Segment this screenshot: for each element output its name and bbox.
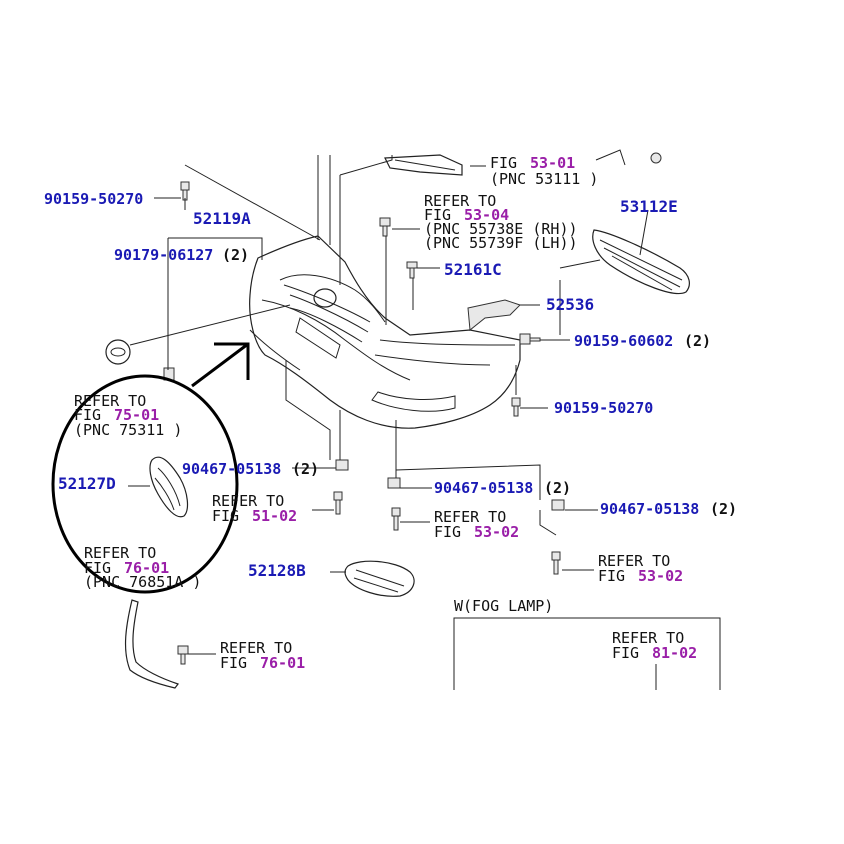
ref-53-04-refer: REFER TO bbox=[424, 192, 496, 210]
ref-53-04-pnc-rh: (PNC 55738E (RH)) bbox=[424, 220, 578, 238]
qty-90467-05138-b: (2) bbox=[544, 479, 571, 497]
ref-75-01-refer: REFER TO bbox=[74, 392, 146, 410]
ref-76-01a-pnc: (PNC 76851A ) bbox=[84, 573, 201, 591]
label-90467-05138-c: 90467-05138 bbox=[600, 500, 699, 518]
ref-76-01a-fig: FIG bbox=[84, 559, 111, 577]
qty-90179-06127: (2) bbox=[222, 246, 249, 264]
ref-51-02-number[interactable]: 51-02 bbox=[252, 507, 297, 525]
label-52161c: 52161C bbox=[444, 260, 502, 279]
ref-53-02a-number[interactable]: 53-02 bbox=[474, 523, 519, 541]
fasteners bbox=[163, 152, 662, 665]
highlight-circle bbox=[51, 374, 239, 594]
highlight-annotation bbox=[51, 342, 250, 594]
label-52127d: 52127D bbox=[58, 474, 116, 493]
ref-75-01-pnc: (PNC 75311 ) bbox=[74, 421, 182, 439]
label-90159-50270-top: 90159-50270 bbox=[44, 190, 143, 208]
ref-53-04-number[interactable]: 53-04 bbox=[464, 206, 509, 224]
highlight-arrow-head bbox=[214, 342, 250, 380]
ref-76-01b-fig: FIG bbox=[220, 654, 247, 672]
ref-53-04-pnc-lh: (PNC 55739F (LH)) bbox=[424, 234, 578, 252]
refer-to-labels: FIG 53-01 (PNC 53111 ) REFER TO FIG 53-0… bbox=[74, 154, 697, 672]
lower-moulding bbox=[124, 599, 179, 689]
ref-53-01-number[interactable]: 53-01 bbox=[530, 154, 575, 172]
ref-76-01b-number[interactable]: 76-01 bbox=[260, 654, 305, 672]
label-90467-05138-a: 90467-05138 bbox=[182, 460, 281, 478]
fog-lamp-box bbox=[453, 617, 721, 690]
ref-53-01-fig: FIG bbox=[490, 154, 517, 172]
label-52128b: 52128B bbox=[248, 561, 306, 580]
fog-lamp-box-title: W(FOG LAMP) bbox=[454, 597, 553, 615]
ref-53-02a-fig: FIG bbox=[434, 523, 461, 541]
ref-53-04-fig: FIG bbox=[424, 206, 451, 224]
part-number-labels: 90159-50270 52119A 90179-06127 (2) 52161… bbox=[44, 190, 737, 580]
ref-75-01-number[interactable]: 75-01 bbox=[114, 406, 159, 424]
label-90179-06127: 90179-06127 bbox=[114, 246, 213, 264]
ref-81-02-refer: REFER TO bbox=[612, 629, 684, 647]
bracket-52536 bbox=[467, 299, 521, 331]
qty-90159-60602: (2) bbox=[684, 332, 711, 350]
leader-lines bbox=[128, 149, 657, 690]
ref-81-02-fig: FIG bbox=[612, 644, 639, 662]
fog-cover-52128b bbox=[344, 560, 415, 597]
label-53112e: 53112E bbox=[620, 197, 678, 216]
ref-76-01a-number[interactable]: 76-01 bbox=[124, 559, 169, 577]
ref-51-02-fig: FIG bbox=[212, 507, 239, 525]
emblem bbox=[105, 339, 131, 365]
ref-53-02a-refer: REFER TO bbox=[434, 508, 506, 526]
ref-53-02b-refer: REFER TO bbox=[598, 552, 670, 570]
ref-53-02b-fig: FIG bbox=[598, 567, 625, 585]
highlight-arrow-shaft bbox=[191, 342, 249, 388]
ref-53-02b-number[interactable]: 53-02 bbox=[638, 567, 683, 585]
qty-90467-05138-c: (2) bbox=[710, 500, 737, 518]
ref-76-01b-refer: REFER TO bbox=[220, 639, 292, 657]
label-52119a: 52119A bbox=[193, 209, 251, 228]
ref-81-02-number[interactable]: 81-02 bbox=[652, 644, 697, 662]
ref-75-01-fig: FIG bbox=[74, 406, 101, 424]
grille-53112e bbox=[592, 229, 690, 295]
front-bumper-cover bbox=[249, 235, 521, 429]
ref-51-02-refer: REFER TO bbox=[212, 492, 284, 510]
ref-76-01a-refer: REFER TO bbox=[84, 544, 156, 562]
upper-grille-fragment bbox=[384, 154, 463, 176]
label-90159-50270-mid: 90159-50270 bbox=[554, 399, 653, 417]
qty-90467-05138-a: (2) bbox=[292, 460, 319, 478]
ref-53-01-pnc: (PNC 53111 ) bbox=[490, 170, 598, 188]
fog-cover-52127d bbox=[149, 456, 189, 518]
label-52536: 52536 bbox=[546, 295, 594, 314]
label-90467-05138-b: 90467-05138 bbox=[434, 479, 533, 497]
label-90159-60602: 90159-60602 bbox=[574, 332, 673, 350]
